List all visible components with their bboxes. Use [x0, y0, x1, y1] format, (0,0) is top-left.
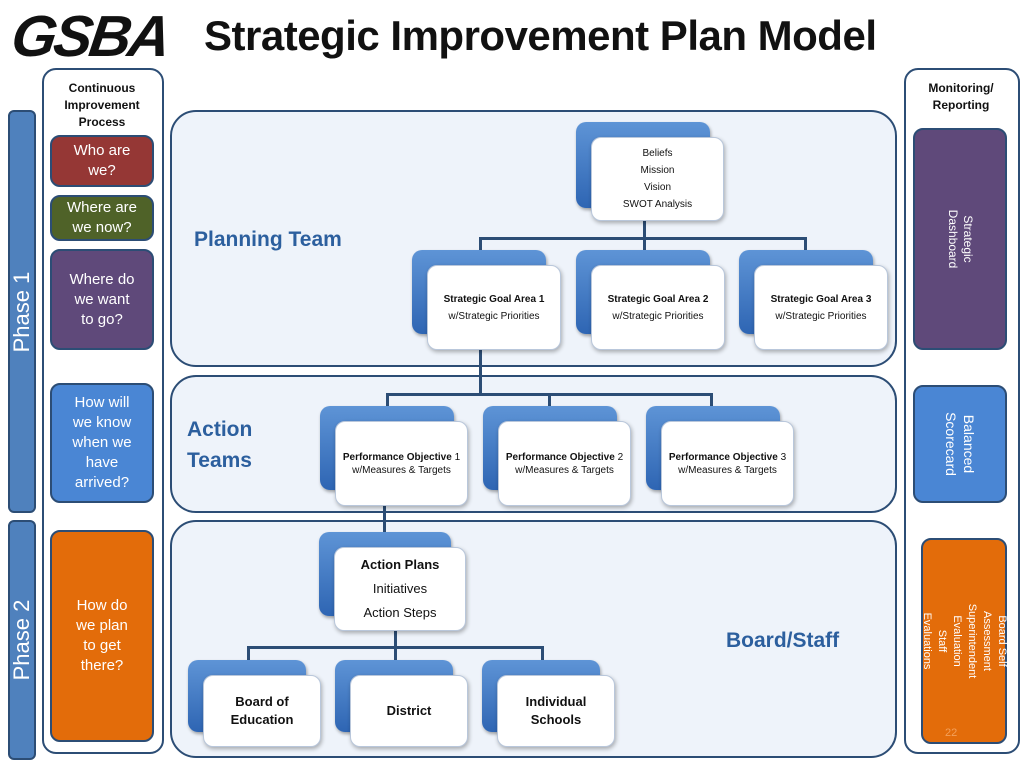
goal-area-3-title: Strategic Goal Area 3 — [770, 293, 872, 305]
phase-1-label: Phase 1 — [9, 271, 34, 352]
connector-goal-to-objectives — [479, 345, 482, 395]
beliefs-mission-node: Beliefs Mission Vision SWOT Analysis — [591, 137, 724, 221]
goal-area-1-title: Strategic Goal Area 1 — [443, 293, 545, 305]
beliefs-text: Beliefs — [642, 148, 673, 159]
phase-2-label: Phase 2 — [9, 599, 34, 681]
balanced-scorecard-box: Balanced Scorecard — [913, 385, 1007, 503]
connector-obj1-down — [386, 393, 389, 408]
swot-text: SWOT Analysis — [622, 199, 693, 210]
who-are-we-box: Who are we? — [50, 135, 154, 187]
vision-text: Vision — [643, 182, 672, 193]
goal-area-2-title: Strategic Goal Area 2 — [607, 293, 709, 305]
connector-objective-to-actionplans — [383, 500, 386, 534]
connector-goal2-down — [643, 237, 646, 253]
monitoring-reporting-heading: Monitoring/ Reporting — [928, 81, 994, 112]
goal-area-1-subtitle: w/Strategic Priorities — [448, 310, 540, 322]
strategic-dashboard-box: Strategic Dashboard — [913, 128, 1007, 350]
performance-objective-3-title: Performance Objective 3 — [668, 451, 787, 463]
how-will-we-know-box: How will we know when we have arrived? — [50, 383, 154, 503]
planning-team-label: Planning Team — [194, 228, 342, 251]
where-are-we-now-box: Where are we now? — [50, 195, 154, 241]
individual-schools-node: Individual Schools — [497, 675, 615, 747]
gsba-logo: GSBA — [7, 4, 173, 69]
board-of-education-node: Board of Education — [203, 675, 321, 747]
performance-objective-3-subtitle: w/Measures & Targets — [678, 464, 777, 476]
initiatives-text: Initiatives — [372, 581, 428, 596]
connector-level1-down — [247, 646, 250, 662]
phase-1-bar: Phase 1 — [8, 110, 36, 513]
district-node: District — [350, 675, 468, 747]
connector-obj2-down — [548, 393, 551, 408]
action-steps-text: Action Steps — [363, 605, 437, 620]
goal-area-3-node: Strategic Goal Area 3 w/Strategic Priori… — [754, 265, 888, 350]
continuous-improvement-heading: Continuous Improvement Process — [64, 81, 140, 129]
action-plans-node: Action Plans Initiatives Action Steps — [334, 547, 466, 631]
performance-objective-3-node: Performance Objective 3 w/Measures & Tar… — [661, 421, 794, 506]
evaluations-label: Board Self Assessment Superintendent Eva… — [921, 603, 1008, 679]
connector-goal3-down — [804, 237, 807, 253]
connector-level3-down — [541, 646, 544, 662]
performance-objective-1-title: Performance Objective 1 — [342, 451, 461, 463]
balanced-scorecard-label: Balanced Scorecard — [943, 412, 977, 476]
how-do-we-plan-box: How do we plan to get there? — [50, 530, 154, 742]
goal-area-2-node: Strategic Goal Area 2 w/Strategic Priori… — [591, 265, 725, 350]
performance-objective-1-node: Performance Objective 1 w/Measures & Tar… — [335, 421, 468, 506]
evaluations-box: Board Self Assessment Superintendent Eva… — [921, 538, 1008, 744]
phase-2-bar: Phase 2 — [8, 520, 36, 760]
performance-objective-1-subtitle: w/Measures & Targets — [352, 464, 451, 476]
page-title: Strategic Improvement Plan Model — [204, 12, 877, 59]
connector-top-down — [643, 218, 646, 238]
performance-objective-2-subtitle: w/Measures & Targets — [515, 464, 614, 476]
performance-objective-2-node: Performance Objective 2 w/Measures & Tar… — [498, 421, 631, 506]
connector-obj3-down — [710, 393, 713, 408]
board-staff-label: Board/Staff — [726, 629, 840, 652]
goal-area-2-subtitle: w/Strategic Priorities — [612, 310, 704, 322]
where-do-we-want-to-go-box: Where do we want to go? — [50, 249, 154, 350]
mission-text: Mission — [640, 165, 675, 176]
action-plans-title: Action Plans — [360, 557, 440, 572]
connector-actionplans-down — [394, 628, 397, 648]
connector-goal-horizontal — [479, 237, 806, 240]
page-number: 22 — [945, 727, 958, 739]
goal-area-3-subtitle: w/Strategic Priorities — [775, 310, 867, 322]
connector-goal1-down — [479, 237, 482, 253]
performance-objective-2-title: Performance Objective 2 — [505, 451, 624, 463]
action-teams-label: Action Teams — [187, 418, 253, 472]
strategic-dashboard-label: Strategic Dashboard — [946, 209, 975, 269]
connector-level2-down — [394, 646, 397, 662]
goal-area-1-node: Strategic Goal Area 1 w/Strategic Priori… — [427, 265, 561, 350]
